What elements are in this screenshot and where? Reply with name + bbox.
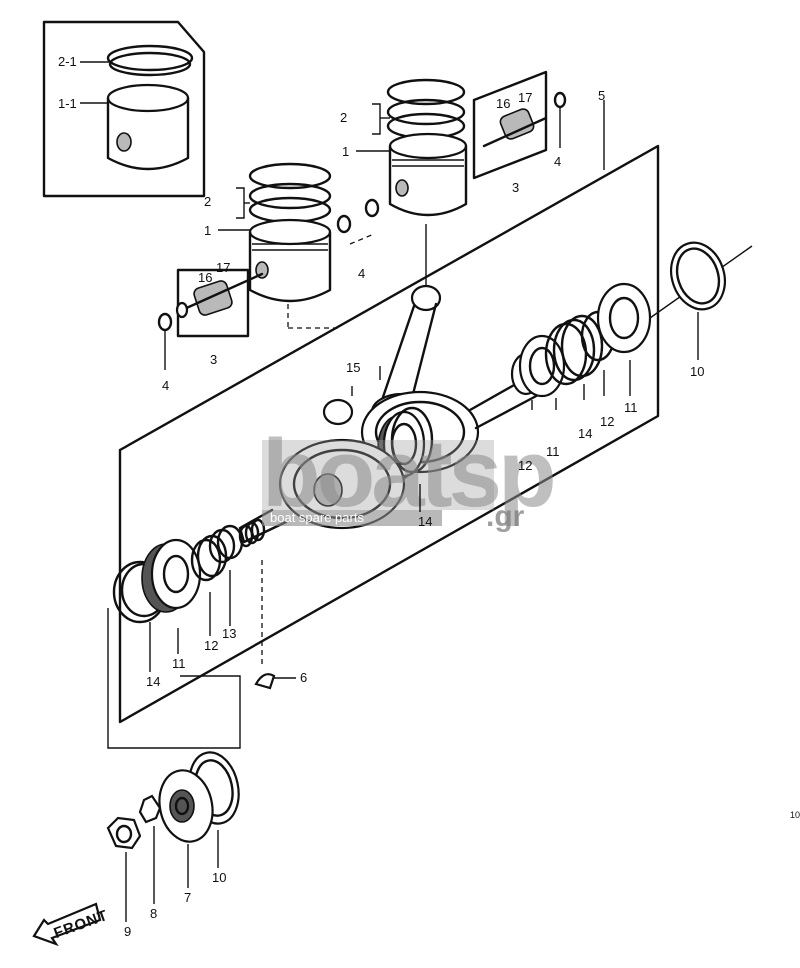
callout-nut: 9 [124,924,131,939]
callout-piston-left: 1 [204,223,211,238]
crankshaft [238,374,542,548]
callout-labels: 2-1 1-1 2 1 2 1 16 17 16 17 3 3 4 4 4 5 … [58,54,800,939]
piston-left [218,162,332,303]
callout-lockwasher: 8 [150,906,157,921]
callout-pin-right-a: 16 [496,96,510,111]
callout-ring-c2: 12 [600,414,614,429]
callout-oring-center: 14 [418,514,432,529]
watermark: boatsp boat spare parts .gr [262,420,557,533]
callout-inset-piston: 1-1 [58,96,77,111]
crankshaft-assembly-boundary [118,100,660,724]
callout-clip-right: 4 [554,154,561,169]
woodruff-key [254,560,296,690]
callout-crank-assy: 5 [598,88,605,103]
callout-pin-left-b: 17 [216,260,230,275]
callout-ring-left: 2 [204,194,211,209]
front-direction-arrow: FRONT [32,902,111,947]
callout-seal-collar: 7 [184,890,191,905]
piston-pin-group-left [157,268,340,370]
watermark-logo-text: boatsp [262,420,553,527]
shim-top [670,241,726,360]
callout-shim-bottom: 10 [212,870,226,885]
watermark-tagline: boat spare parts [270,510,364,525]
callout-clip-center: 4 [358,266,365,281]
piston-pin-group-right [472,70,567,180]
watermark-tld: .gr [486,500,525,533]
callout-clip-left: 4 [162,378,169,393]
piston-right [336,78,468,290]
callout-key: 6 [300,670,307,685]
inset-alternative-piston [42,20,206,198]
left-bearing-stack [112,524,244,624]
callout-pin-group-left: 3 [210,352,217,367]
callout-ring-right: 2 [340,110,347,125]
callout-spacer-l: 13 [222,626,236,641]
callout-oring-c2: 14 [578,426,592,441]
callout-bearing-c2: 11 [624,400,638,415]
callout-shim-top: 10 [690,364,704,379]
callout-piston-right: 1 [342,144,349,159]
callout-edge-mark: 10 [790,810,800,820]
right-bearing-stack [510,245,753,398]
callout-pin-left-a: 16 [198,270,212,285]
callout-pin-group-right: 3 [512,180,519,195]
front-end-group [106,608,241,850]
callout-bearing-l: 11 [172,656,186,671]
callout-inset-ring: 2-1 [58,54,77,69]
callout-ring-l: 12 [204,638,218,653]
callout-bearing-c1: 11 [546,444,560,459]
leader-lines [125,360,631,922]
callout-pin15: 15 [346,360,360,375]
callout-ring-c1: 12 [518,458,532,473]
callout-oring-l: 14 [146,674,160,689]
callout-pin-right-b: 17 [518,90,532,105]
